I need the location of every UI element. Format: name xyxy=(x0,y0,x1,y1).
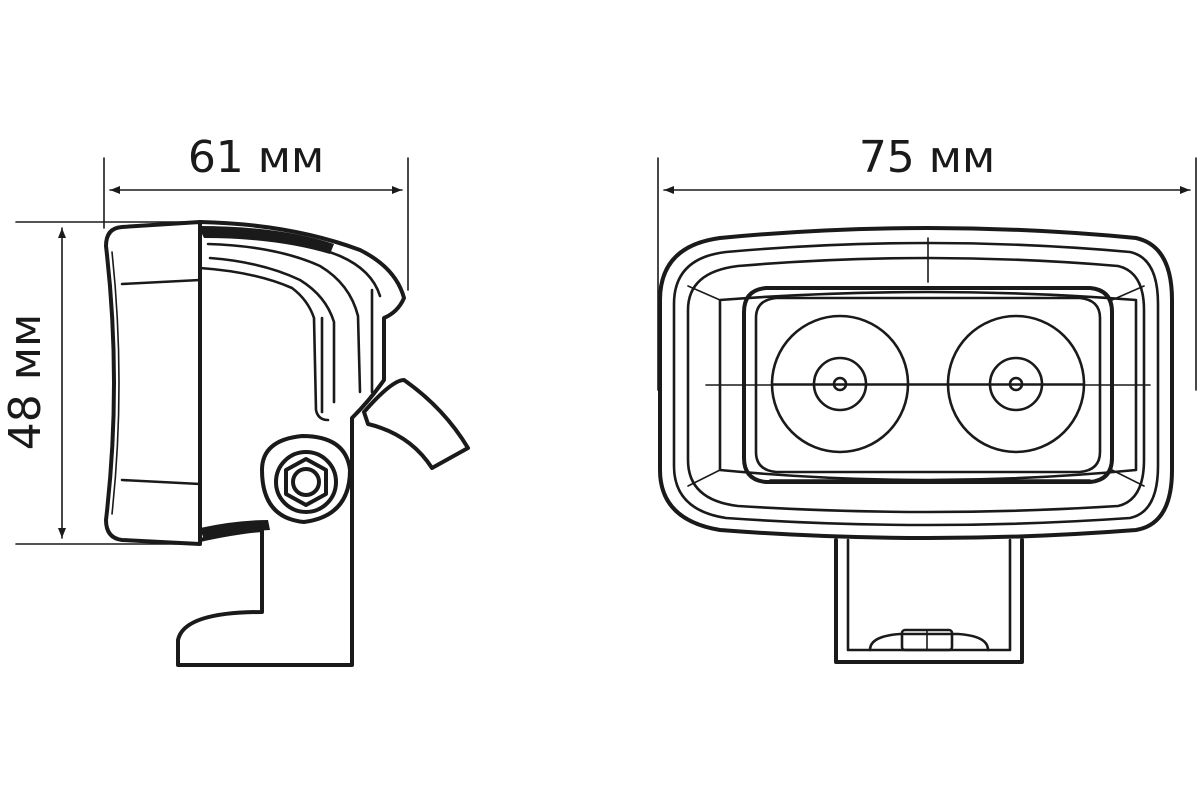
led-chip-right-icon xyxy=(1008,376,1024,392)
led-ring-left xyxy=(812,356,868,412)
side-width-dimension: 61 мм xyxy=(103,132,409,291)
side-lens-lower-line xyxy=(120,478,202,486)
front-housing-outer xyxy=(658,226,1174,540)
bolt-head xyxy=(291,467,321,497)
pivot-knob xyxy=(260,434,352,524)
side-height-dimension: 48 мм xyxy=(0,221,201,545)
top-accent-band xyxy=(198,226,334,254)
side-bracket-arm xyxy=(362,378,470,470)
bevel-tl xyxy=(687,285,721,301)
side-lens-upper-line xyxy=(120,278,202,286)
hex-nut-icon xyxy=(284,457,328,507)
side-height-label: 48 мм xyxy=(0,314,51,450)
lens-window-outer xyxy=(742,286,1114,484)
front-housing-inner xyxy=(686,256,1146,514)
bottom-accent-band xyxy=(200,520,270,540)
fin-3 xyxy=(208,256,336,404)
fin-2 xyxy=(206,242,362,394)
side-lens-face xyxy=(104,220,202,546)
side-housing-outline xyxy=(176,220,406,667)
side-view-lamp xyxy=(104,220,470,667)
side-lens-inner xyxy=(111,251,120,515)
led-ring-right xyxy=(988,356,1044,412)
side-width-label: 61 мм xyxy=(188,132,324,183)
bevel-bl xyxy=(687,469,721,487)
front-bracket xyxy=(834,538,1024,664)
front-width-dimension: 75 мм xyxy=(657,132,1197,391)
bracket-foot xyxy=(868,632,990,652)
led-chip-left-icon xyxy=(832,376,848,392)
pivot-ring xyxy=(274,450,338,514)
front-width-label: 75 мм xyxy=(859,132,995,183)
reflector-bezel xyxy=(718,290,1138,482)
front-housing-rim xyxy=(672,241,1160,527)
front-view-lamp xyxy=(658,226,1174,664)
lens-window-inner xyxy=(754,296,1102,474)
fin-4 xyxy=(198,266,330,422)
